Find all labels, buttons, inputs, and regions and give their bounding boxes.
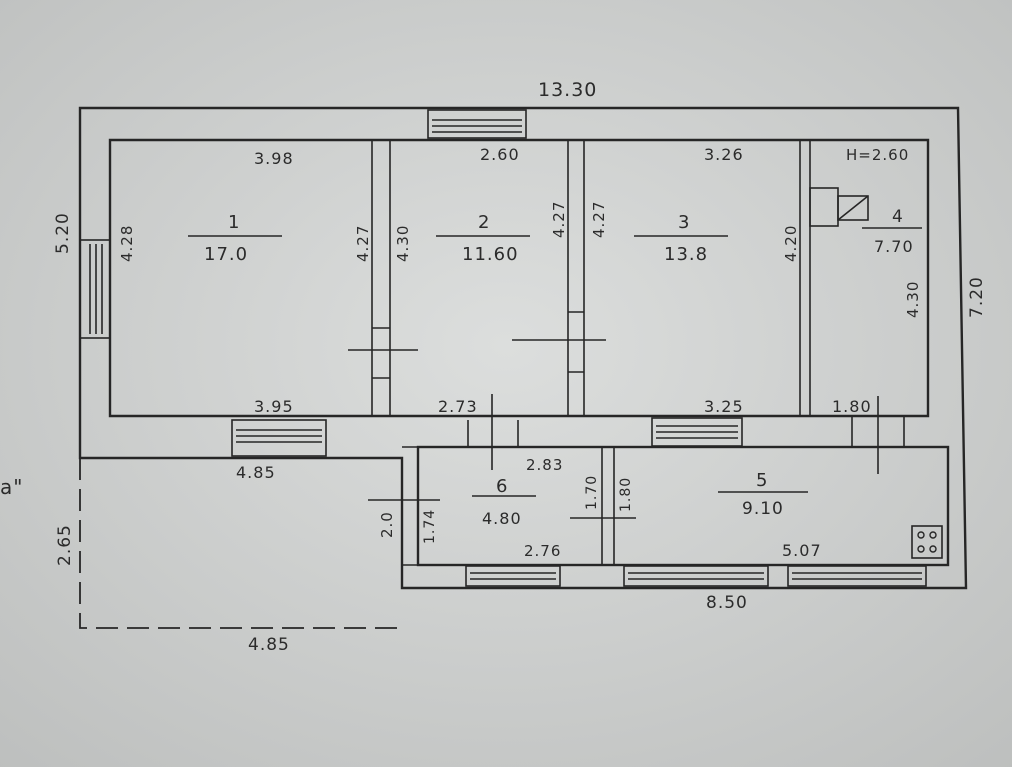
room-1: 1 17.0 3.98 3.95 4.28 4.27 [118, 149, 372, 416]
room-3: 3 13.8 3.26 3.25 4.27 4.20 [590, 145, 800, 416]
window-room5-bottom-a [623, 565, 769, 587]
room-2-bottom-dim: 2.73 [438, 397, 478, 416]
porch-outline [79, 457, 402, 629]
lower-block [402, 445, 950, 567]
bottom-width-label: 8.50 [706, 593, 748, 613]
room-5-left-dim: 1.80 [618, 477, 634, 512]
room-6-right-dim: 1.70 [584, 475, 600, 510]
ceiling-height-label: H=2.60 [846, 146, 909, 164]
porch-width-label: 4.85 [248, 635, 290, 655]
room-1-top-dim: 3.98 [254, 149, 294, 168]
top-window-label: 2.60 [480, 145, 520, 164]
room-1-area: 17.0 [204, 244, 248, 265]
room-1-bottom-dim: 3.95 [254, 397, 294, 416]
window-room3-bottom [651, 417, 743, 447]
windows [79, 109, 927, 587]
room-3-top-dim: 3.26 [704, 145, 744, 164]
window-room6-bottom [465, 565, 561, 587]
door-marks [348, 339, 905, 519]
room-2-number: 2 [478, 212, 490, 233]
room-5-area: 9.10 [742, 499, 784, 519]
room-2-left-dim: 4.30 [394, 225, 412, 262]
room-1-left-dim: 4.28 [118, 225, 136, 262]
window-room1-bottom [231, 419, 327, 457]
room-3-right-dim: 4.20 [782, 225, 800, 262]
room-4-right-dim: 4.30 [904, 281, 922, 318]
room-3-bottom-dim: 3.25 [704, 397, 744, 416]
window-left [79, 239, 111, 339]
porch-top-label: 4.85 [236, 463, 276, 482]
room-5: 5 9.10 5.07 1.80 [618, 470, 822, 560]
window-top [427, 109, 527, 139]
corridor-height-label: 2.0 [378, 511, 396, 538]
room-6-area: 4.80 [482, 509, 522, 528]
overall-width-label: 13.30 [538, 79, 597, 101]
room-1-right-dim: 4.27 [354, 225, 372, 262]
room-3-left-dim: 4.27 [590, 201, 608, 238]
cooker-icon [911, 525, 943, 559]
room-4-number: 4 [892, 207, 904, 227]
room-6-number: 6 [496, 476, 508, 497]
room-5-bottom-dim: 5.07 [782, 541, 822, 560]
porch-height-label: 2.65 [55, 524, 75, 566]
room-4-bottom-dim: 1.80 [832, 397, 872, 416]
left-height-label: 5.20 [53, 212, 73, 254]
window-room5-bottom-b [787, 565, 927, 587]
room-2: 2 11.60 2.73 4.30 4.27 [394, 201, 568, 416]
room-2-area: 11.60 [462, 244, 519, 265]
room-6-top-dim: 2.83 [526, 456, 563, 474]
side-mark-label: а" [0, 475, 23, 499]
room-label-bars [188, 227, 922, 497]
room-3-number: 3 [678, 212, 690, 233]
room-1-number: 1 [228, 212, 240, 233]
room-5-number: 5 [756, 470, 768, 491]
partitions [371, 139, 811, 417]
room-4-area: 7.70 [874, 237, 914, 256]
room-4: 4 7.70 4.30 1.80 [832, 207, 922, 416]
stove-icon [809, 187, 869, 227]
room-6-left-dim: 1.74 [422, 509, 438, 544]
room-3-area: 13.8 [664, 244, 708, 265]
room-2-right-dim: 4.27 [550, 201, 568, 238]
right-height-label: 7.20 [967, 276, 987, 318]
room-6-bottom-dim: 2.76 [524, 542, 561, 560]
room-6: 6 4.80 2.83 2.76 1.74 1.70 [422, 456, 600, 560]
